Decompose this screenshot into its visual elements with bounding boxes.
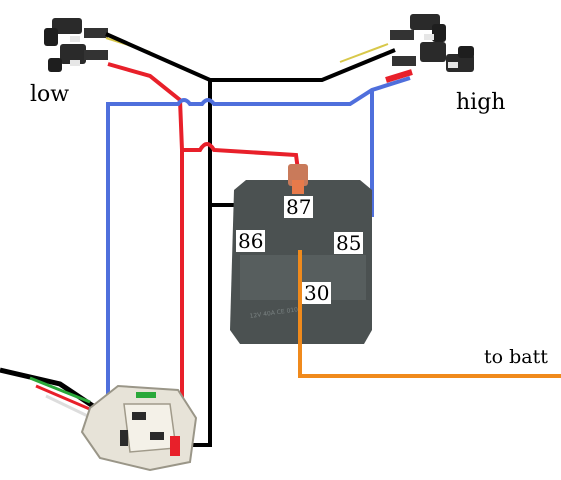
orange-wire-pin-30 — [298, 250, 561, 378]
blue-wire-high — [106, 76, 411, 430]
harness-green — [29, 376, 91, 404]
harness-black — [0, 367, 98, 411]
battery-label: to batt — [484, 346, 548, 368]
relay-pin-87-label: 87 — [284, 195, 314, 219]
red-wire-low — [107, 62, 184, 412]
low-beam-connector — [44, 18, 108, 72]
black-ground-wire-down — [192, 80, 212, 447]
red-lead-high — [385, 69, 413, 83]
relay-pin-30-label: 30 — [302, 281, 332, 305]
red-wire-pin-87 — [182, 142, 302, 186]
high-beam-connector — [390, 14, 474, 72]
black-ground-wire-top — [105, 32, 396, 82]
high-yellow-lead — [339, 43, 389, 63]
harness-red — [35, 384, 93, 412]
headlight-socket — [80, 384, 198, 472]
relay-pin-85-label: 85 — [334, 231, 364, 255]
high-beam-label: high — [456, 90, 506, 115]
relay-pin-86-label: 86 — [236, 229, 266, 253]
low-beam-label: low — [30, 82, 70, 107]
